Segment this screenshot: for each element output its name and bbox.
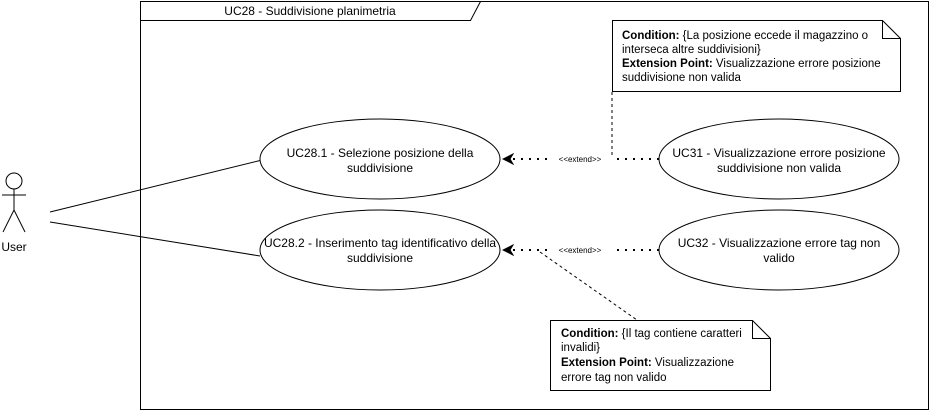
note1-extension-line1: Extension Point: Visualizzazione errore … [622,58,881,70]
extend-label-uc32: <<extend>> [559,246,602,255]
extend-relation-uc32: <<extend>> [503,244,659,256]
note2-condition-line1: Condition: {Il tag contiene caratteri [561,328,742,340]
actor-name: User [1,240,26,254]
actor-figure-icon [2,172,26,233]
use-case-uc32-line2: valido [763,251,795,265]
note-tag-condition[interactable]: Condition: {Il tag contiene caratteri in… [550,320,771,391]
system-title: UC28 - Suddivisione planimetria [224,4,396,18]
use-case-uc28-2[interactable]: UC28.2 - Inserimento tag identificativo … [259,209,501,291]
actor-user[interactable]: User [1,172,27,254]
use-case-uc32[interactable]: UC32 - Visualizzazione errore tag non va… [658,209,900,291]
use-case-uc28-1-line1: UC28.1 - Selezione posizione della [287,146,474,160]
use-case-uc31-line1: UC31 - Visualizzazione errore posizione [672,146,886,160]
note2-extension-line2: errore tag non valido [561,372,666,384]
note2-condition-line2: invalidi} [561,342,600,354]
use-case-uc28-1[interactable]: UC28.1 - Selezione posizione della suddi… [259,118,501,200]
use-case-uc31[interactable]: UC31 - Visualizzazione errore posizione … [658,118,900,200]
note1-condition-line1: Condition: {La posizione eccede il magaz… [622,30,868,42]
use-case-uc32-line1: UC32 - Visualizzazione errore tag non [678,236,881,250]
note1-extension-line2: suddivisione non valida [622,72,742,84]
use-case-uc28-1-line2: suddivisione [347,161,413,175]
association-uc28-1 [49,159,263,213]
extend-relation-uc31: <<extend>> [503,153,659,165]
association-uc28-2 [49,221,261,257]
note2-extension-line1: Extension Point: Visualizzazione [561,357,734,369]
note2-connector [539,251,638,321]
note-position-condition[interactable]: Condition: {La posizione eccede il magaz… [612,20,901,92]
use-case-uc31-line2: suddivisione non valida [717,161,841,175]
use-case-uc28-2-line2: suddivisione [347,251,413,265]
extend-label-uc31: <<extend>> [559,155,602,164]
note1-condition-line2: interseca altre suddivisioni} [622,44,761,56]
use-case-uc28-2-line1: UC28.2 - Inserimento tag identificativo … [264,236,496,250]
